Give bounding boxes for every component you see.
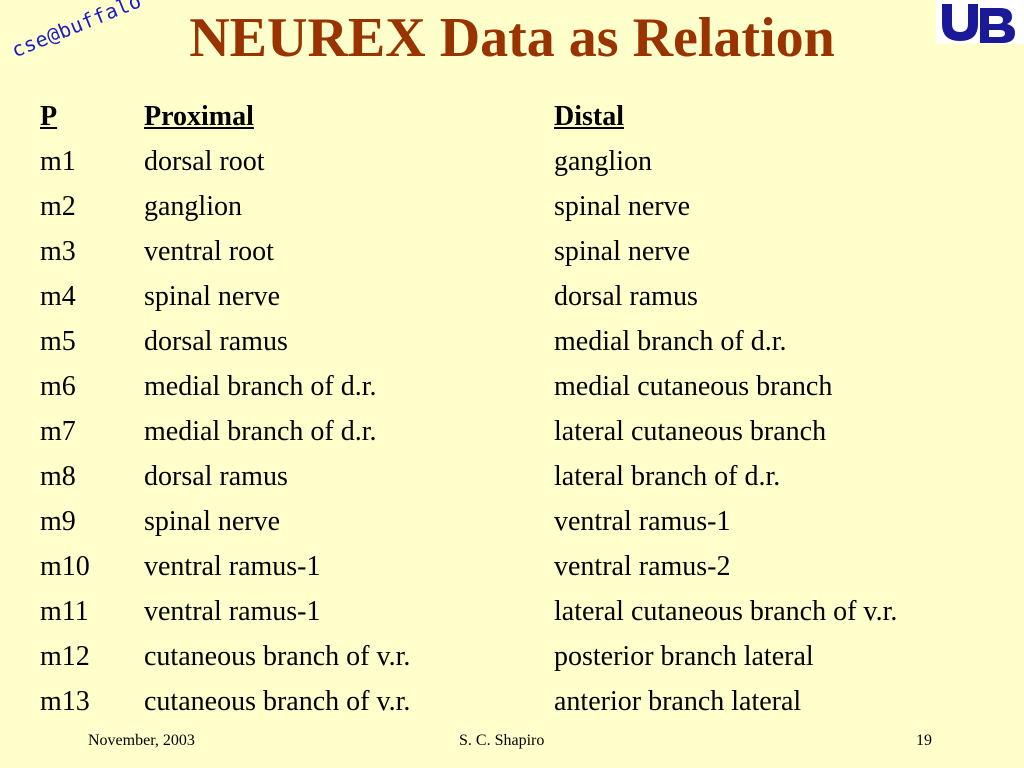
- cell-p: m7: [40, 416, 76, 447]
- cell-p: m9: [40, 506, 76, 537]
- table-row: m4 spinal nerve dorsal ramus: [40, 274, 994, 319]
- cell-p: m3: [40, 236, 76, 267]
- table-row: m5 dorsal ramus medial branch of d.r.: [40, 319, 994, 364]
- header-proximal: Proximal: [144, 101, 254, 132]
- cell-proximal: ganglion: [144, 191, 242, 222]
- cell-p: m1: [40, 146, 76, 177]
- cell-distal: medial branch of d.r.: [554, 326, 787, 357]
- cell-distal: lateral branch of d.r.: [554, 461, 781, 492]
- cell-proximal: spinal nerve: [144, 281, 281, 312]
- footer-page-number: 19: [916, 732, 932, 749]
- cell-p: m10: [40, 551, 90, 582]
- footer-date: November, 2003: [88, 732, 195, 749]
- table-header-row: P Proximal Distal: [40, 94, 994, 139]
- table-row: m6 medial branch of d.r. medial cutaneous …: [40, 364, 994, 409]
- cell-p: m4: [40, 281, 76, 312]
- table-row: m10 ventral ramus-1 ventral ramus-2: [40, 544, 994, 589]
- cell-distal: lateral cutaneous branch: [554, 416, 827, 447]
- cell-distal: spinal nerve: [554, 191, 691, 222]
- table-row: m7 medial branch of d.r. lateral cutaneous…: [40, 409, 994, 454]
- table-row: m12 cutaneous branch of v.r. posterior bra…: [40, 634, 994, 679]
- cell-p: m6: [40, 371, 76, 402]
- cell-proximal: ventral ramus-1: [144, 596, 321, 627]
- cell-proximal: dorsal ramus: [144, 326, 288, 357]
- table-row: m11 ventral ramus-1 lateral cutaneous bran…: [40, 589, 994, 634]
- ub-logo: [936, 0, 1024, 44]
- header-distal: Distal: [554, 101, 624, 132]
- cell-p: m8: [40, 461, 76, 492]
- table-row: m3 ventral root spinal nerve: [40, 229, 994, 274]
- cell-distal: posterior branch lateral: [554, 641, 814, 672]
- cell-distal: medial cutaneous branch: [554, 371, 833, 402]
- cell-distal: anterior branch lateral: [554, 686, 802, 717]
- cell-distal: ventral ramus-1: [554, 506, 731, 537]
- table-row: m8 dorsal ramus lateral branch of d.r.: [40, 454, 994, 499]
- cell-proximal: medial branch of d.r.: [144, 416, 377, 447]
- slide-title: NEUREX Data as Relation: [189, 7, 835, 69]
- cell-distal: ganglion: [554, 146, 652, 177]
- cell-proximal: ventral ramus-1: [144, 551, 321, 582]
- cell-p: m12: [40, 641, 90, 672]
- cell-p: m2: [40, 191, 76, 222]
- cell-proximal: spinal nerve: [144, 506, 281, 537]
- cell-distal: dorsal ramus: [554, 281, 698, 312]
- cell-distal: lateral cutaneous branch of v.r.: [554, 596, 898, 627]
- cell-distal: spinal nerve: [554, 236, 691, 267]
- cell-proximal: medial branch of d.r.: [144, 371, 377, 402]
- footer-author: S. C. Shapiro: [459, 732, 545, 749]
- table-row: m9 spinal nerve ventral ramus-1: [40, 499, 994, 544]
- cell-proximal: dorsal ramus: [144, 461, 288, 492]
- cell-p: m11: [40, 596, 89, 627]
- cell-p: m5: [40, 326, 76, 357]
- cell-p: m13: [40, 686, 90, 717]
- ub-logo-icon: [942, 4, 1015, 43]
- cell-distal: ventral ramus-2: [554, 551, 731, 582]
- cell-proximal: cutaneous branch of v.r.: [144, 686, 411, 717]
- cell-proximal: dorsal root: [144, 146, 265, 177]
- cell-proximal: ventral root: [144, 236, 274, 267]
- cell-proximal: cutaneous branch of v.r.: [144, 641, 411, 672]
- table-row: m13 cutaneous branch of v.r. anterior bran…: [40, 679, 994, 724]
- table-row: m1 dorsal root ganglion: [40, 139, 994, 184]
- table-row: m2 ganglion spinal nerve: [40, 184, 994, 229]
- header-p: P: [40, 101, 58, 132]
